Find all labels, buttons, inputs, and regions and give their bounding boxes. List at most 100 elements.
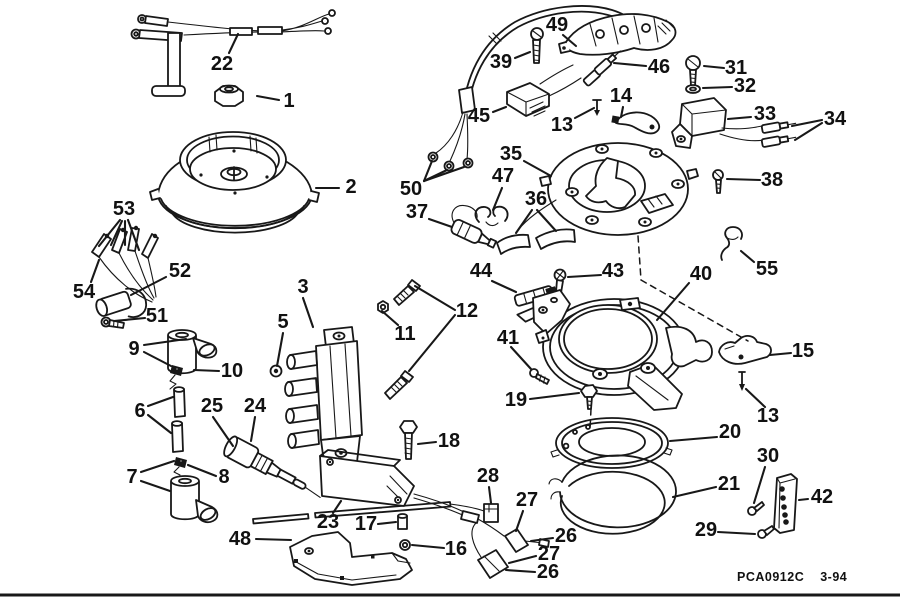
leader-line-50 xyxy=(422,159,434,183)
leader-line-53 xyxy=(109,219,124,247)
screw-39-drawing xyxy=(530,27,544,64)
leader-line-38 xyxy=(725,177,762,182)
screw-13-top-drawing xyxy=(592,99,602,116)
coil-33-drawing xyxy=(671,97,765,149)
timer-base-40-drawing xyxy=(532,289,713,411)
leader-line-40 xyxy=(655,281,691,322)
clip-15-drawing xyxy=(718,335,772,365)
callout-19: 19 xyxy=(504,389,528,411)
elbow-7-drawing xyxy=(170,475,219,524)
leader-line-13 xyxy=(744,387,767,409)
callout-45: 45 xyxy=(467,105,491,127)
leader-line-42 xyxy=(797,497,810,502)
stator-49-drawing xyxy=(558,13,677,56)
callout-49: 49 xyxy=(545,14,569,36)
leader-line-36 xyxy=(514,208,534,235)
terminals-46-drawing xyxy=(582,50,621,87)
callout-29: 29 xyxy=(694,519,718,541)
power-pack-drawing xyxy=(319,449,415,507)
callout-40: 40 xyxy=(689,263,713,285)
leader-line-27 xyxy=(507,554,538,565)
spacer-17-drawing xyxy=(397,513,408,530)
callout-42: 42 xyxy=(810,486,834,508)
callout-37: 37 xyxy=(405,201,429,223)
leader-line-39 xyxy=(513,50,532,60)
leader-line-54 xyxy=(89,258,101,284)
callout-32: 32 xyxy=(733,75,757,97)
leader-line-29 xyxy=(716,530,757,536)
callout-35: 35 xyxy=(499,143,523,165)
callout-13: 13 xyxy=(550,114,574,136)
callout-33: 33 xyxy=(753,103,777,125)
leader-line-20 xyxy=(668,435,719,443)
assembly-dashed-lines xyxy=(589,235,749,431)
callout-52: 52 xyxy=(168,260,192,282)
leader-line-50 xyxy=(422,165,466,183)
wire-harness-drawing xyxy=(130,9,336,97)
washer-5-drawing xyxy=(269,364,283,378)
callout-55: 55 xyxy=(755,258,779,280)
callout-5: 5 xyxy=(277,311,289,333)
callout-39: 39 xyxy=(489,51,513,73)
callout-16: 16 xyxy=(444,538,468,560)
leader-line-26 xyxy=(504,568,537,574)
callout-21: 21 xyxy=(717,473,741,495)
screw-13-right-drawing xyxy=(738,371,746,391)
flywheel-nut-drawing xyxy=(214,84,244,107)
callout-38: 38 xyxy=(760,169,784,191)
leader-line-46 xyxy=(612,61,648,68)
leader-line-11 xyxy=(380,309,400,327)
retainer-ring-20-drawing xyxy=(550,417,673,469)
leader-line-43 xyxy=(566,273,603,279)
callout-15: 15 xyxy=(791,340,815,362)
callout-8: 8 xyxy=(218,466,230,488)
coil-rack-drawing xyxy=(284,326,363,470)
callout-26: 26 xyxy=(536,561,560,583)
leader-line-21 xyxy=(671,485,718,499)
leader-line-32 xyxy=(701,85,734,90)
leader-line-28 xyxy=(487,485,493,505)
connector-24-25-drawing xyxy=(223,435,321,498)
callout-30: 30 xyxy=(756,445,780,467)
callout-26: 26 xyxy=(554,525,578,547)
clip-47-drawing xyxy=(474,205,509,227)
leader-line-18 xyxy=(416,440,438,446)
spark-plug-leads-drawing xyxy=(91,225,159,303)
callout-11: 11 xyxy=(394,323,416,345)
callout-25: 25 xyxy=(200,395,224,417)
leader-line-15 xyxy=(768,351,793,357)
callout-1: 1 xyxy=(283,90,295,112)
leader-line-30 xyxy=(752,465,767,505)
callout-27: 27 xyxy=(537,543,561,565)
callout-10: 10 xyxy=(220,360,244,382)
leader-line-25 xyxy=(211,415,235,448)
callout-48: 48 xyxy=(228,528,252,550)
leader-line-3 xyxy=(301,296,315,329)
part-code: PCA0912C xyxy=(737,570,805,584)
leader-line-33 xyxy=(726,115,753,121)
clamp-8-drawing xyxy=(173,457,187,476)
leader-line-51 xyxy=(112,316,147,323)
callout-50: 50 xyxy=(399,178,423,200)
tubes-6-drawing xyxy=(171,386,186,453)
callout-20: 20 xyxy=(718,421,742,443)
leader-line-19 xyxy=(528,391,581,401)
clamp-10-drawing xyxy=(169,365,183,390)
callout-47: 47 xyxy=(491,165,515,187)
callout-53: 53 xyxy=(112,198,136,220)
sleeves-36-drawing xyxy=(496,228,576,255)
callout-18: 18 xyxy=(437,430,461,452)
leader-line-48 xyxy=(254,537,293,542)
callout-12: 12 xyxy=(455,300,479,322)
leader-line-34 xyxy=(790,118,824,128)
bolt-18-drawing xyxy=(399,420,418,460)
coil-45-drawing xyxy=(506,64,582,117)
leader-line-34 xyxy=(793,121,824,142)
callout-28: 28 xyxy=(476,465,500,487)
boot-52-drawing xyxy=(95,287,148,318)
leader-line-44 xyxy=(490,279,518,294)
lead-wires-26-27-drawing xyxy=(413,493,550,579)
callout-34: 34 xyxy=(823,108,847,130)
